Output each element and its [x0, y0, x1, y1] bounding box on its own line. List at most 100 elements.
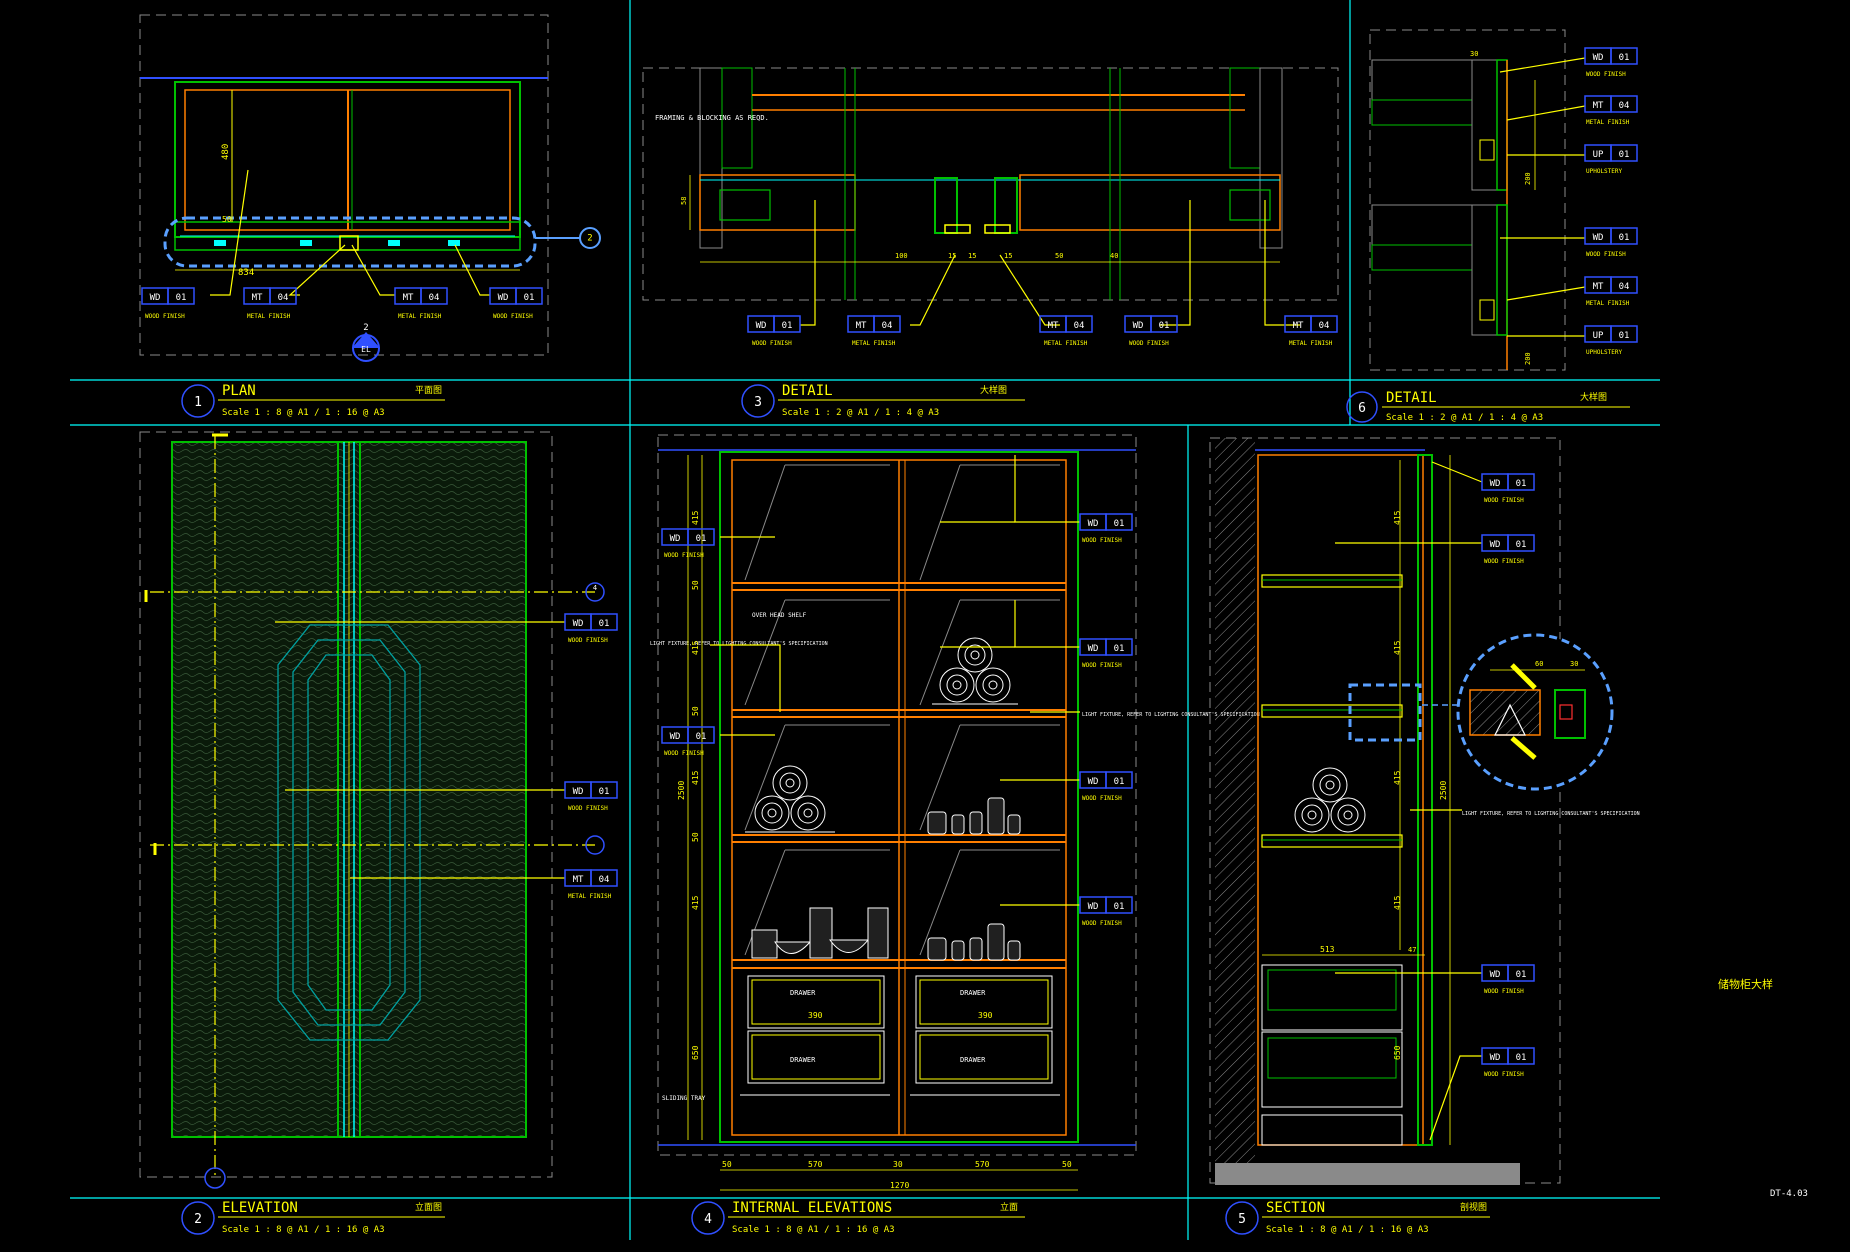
svg-text:Scale 1 : 8 @ A1 / 1 : 16 @ A3: Scale 1 : 8 @ A1 / 1 : 16 @ A3: [1266, 1225, 1429, 1235]
svg-text:WD: WD: [150, 293, 161, 303]
svg-text:WOOD FINISH: WOOD FINISH: [1484, 1071, 1524, 1078]
detail3-title-block: 3 DETAIL 大样图 Scale 1 : 2 @ A1 / 1 : 4 @ …: [741, 383, 1025, 418]
svg-text:DETAIL: DETAIL: [782, 383, 833, 399]
svg-text:大样图: 大样图: [980, 384, 1007, 396]
svg-text:60: 60: [1535, 660, 1543, 668]
svg-text:MT: MT: [1048, 321, 1059, 331]
svg-text:Scale 1 : 8 @ A1 / 1 : 16 @ A3: Scale 1 : 8 @ A1 / 1 : 16 @ A3: [222, 1225, 385, 1235]
svg-text:WD: WD: [670, 534, 681, 544]
svg-text:01: 01: [782, 321, 793, 331]
plan-view-title-cn: 平面图: [415, 385, 442, 396]
svg-text:UP: UP: [1593, 331, 1604, 341]
svg-text:50: 50: [722, 1160, 732, 1169]
svg-text:415: 415: [1393, 510, 1402, 525]
svg-text:01: 01: [1516, 479, 1527, 489]
svg-text:WOOD FINISH: WOOD FINISH: [1484, 988, 1524, 995]
svg-text:MT: MT: [252, 293, 263, 303]
svg-text:WD: WD: [1490, 479, 1501, 489]
svg-text:UPHOLSTERY: UPHOLSTERY: [1586, 168, 1623, 175]
svg-text:01: 01: [1516, 540, 1527, 550]
svg-text:30: 30: [1570, 660, 1578, 668]
drawer-label-1: DRAWER: [790, 989, 816, 997]
detail3-tag-wd-1: WD 01 WOOD FINISH: [747, 315, 801, 347]
svg-text:50: 50: [691, 706, 700, 716]
svg-text:WOOD FINISH: WOOD FINISH: [1082, 920, 1122, 927]
svg-text:METAL FINISH: METAL FINISH: [852, 340, 896, 347]
svg-text:01: 01: [1114, 519, 1125, 529]
svg-text:04: 04: [278, 293, 289, 303]
svg-text:01: 01: [1619, 53, 1630, 63]
svg-text:WOOD FINISH: WOOD FINISH: [1484, 558, 1524, 565]
svg-text:WD: WD: [1088, 644, 1099, 654]
svg-text:3: 3: [754, 395, 762, 410]
svg-text:WOOD FINISH: WOOD FINISH: [1082, 795, 1122, 802]
svg-text:01: 01: [1114, 777, 1125, 787]
rolled-towels-upper: [932, 637, 1018, 705]
svg-text:2500: 2500: [677, 781, 686, 800]
svg-text:INTERNAL ELEVATIONS: INTERNAL ELEVATIONS: [732, 1200, 892, 1216]
detail3-tag-wd-2: WD 01 WOOD FINISH: [1124, 315, 1178, 347]
svg-text:04: 04: [1619, 282, 1630, 292]
svg-text:40: 40: [1110, 252, 1118, 260]
svg-text:剖视图: 剖视图: [1460, 1201, 1487, 1213]
svg-text:390: 390: [978, 1011, 993, 1020]
svg-text:WOOD FINISH: WOOD FINISH: [568, 637, 608, 644]
svg-text:01: 01: [1619, 150, 1630, 160]
svg-text:WD: WD: [1490, 1053, 1501, 1063]
plan-callout-ref: 2: [587, 234, 592, 244]
light-note-right: LIGHT FIXTURE, REFER TO LIGHTING CONSULT…: [1082, 712, 1260, 718]
svg-text:METAL FINISH: METAL FINISH: [568, 893, 612, 900]
section-zoom-bubble: 60 30: [1456, 633, 1614, 791]
svg-text:立面图: 立面图: [415, 1201, 442, 1213]
plan-dim-50: 50: [222, 215, 232, 224]
plan-title-block: 1 PLAN 平面图 Scale 1 : 8 @ A1 / 1 : 16 @ A…: [181, 383, 445, 418]
plan-tag-wd-2: WD 01 WOOD FINISH: [489, 287, 543, 320]
section-towels: [1294, 767, 1366, 833]
svg-text:MT: MT: [1593, 101, 1604, 111]
svg-text:390: 390: [808, 1011, 823, 1020]
svg-text:50: 50: [691, 832, 700, 842]
svg-text:01: 01: [696, 534, 707, 544]
svg-text:01: 01: [599, 619, 610, 629]
svg-text:04: 04: [882, 321, 893, 331]
plan-view-number: 1: [194, 395, 202, 410]
internal-title-block: 4 INTERNAL ELEVATIONS 立面 Scale 1 : 8 @ A…: [691, 1200, 1025, 1235]
plan-dim-480: 480: [221, 144, 231, 160]
svg-text:EL: EL: [361, 345, 371, 354]
svg-text:650: 650: [691, 1045, 700, 1060]
svg-text:01: 01: [1619, 331, 1630, 341]
svg-text:415: 415: [691, 640, 700, 655]
svg-text:WD: WD: [1490, 540, 1501, 550]
plan-view-title: PLAN: [222, 383, 256, 399]
svg-text:ELEVATION: ELEVATION: [222, 1200, 298, 1216]
svg-text:200: 200: [1524, 352, 1532, 365]
svg-text:200: 200: [1524, 172, 1532, 185]
detail3-tag-mt-3: MT 04 METAL FINISH: [1284, 315, 1338, 347]
svg-text:30: 30: [893, 1160, 903, 1169]
svg-text:WOOD FINISH: WOOD FINISH: [1082, 537, 1122, 544]
svg-text:立面: 立面: [1000, 1201, 1018, 1213]
svg-text:100: 100: [895, 252, 908, 260]
svg-text:04: 04: [1319, 321, 1330, 331]
svg-text:415: 415: [691, 770, 700, 785]
svg-text:415: 415: [1393, 640, 1402, 655]
detail3-tag-mt-1: MT 04 METAL FINISH: [847, 315, 901, 347]
svg-text:01: 01: [1619, 233, 1630, 243]
svg-text:4: 4: [593, 584, 597, 592]
svg-text:513: 513: [1320, 945, 1335, 954]
svg-text:UPHOLSTERY: UPHOLSTERY: [1586, 349, 1623, 356]
svg-text:WD: WD: [1593, 233, 1604, 243]
svg-text:METAL FINISH: METAL FINISH: [398, 313, 442, 320]
sheet-grid: [70, 0, 1660, 1240]
svg-text:WD: WD: [756, 321, 767, 331]
detail3-tag-mt-2: MT 04 METAL FINISH: [1039, 315, 1093, 347]
svg-text:WOOD FINISH: WOOD FINISH: [1082, 662, 1122, 669]
svg-text:WOOD FINISH: WOOD FINISH: [1586, 71, 1626, 78]
svg-text:WD: WD: [1490, 970, 1501, 980]
bottles-shelf-3: [927, 797, 1021, 835]
svg-text:01: 01: [1159, 321, 1170, 331]
